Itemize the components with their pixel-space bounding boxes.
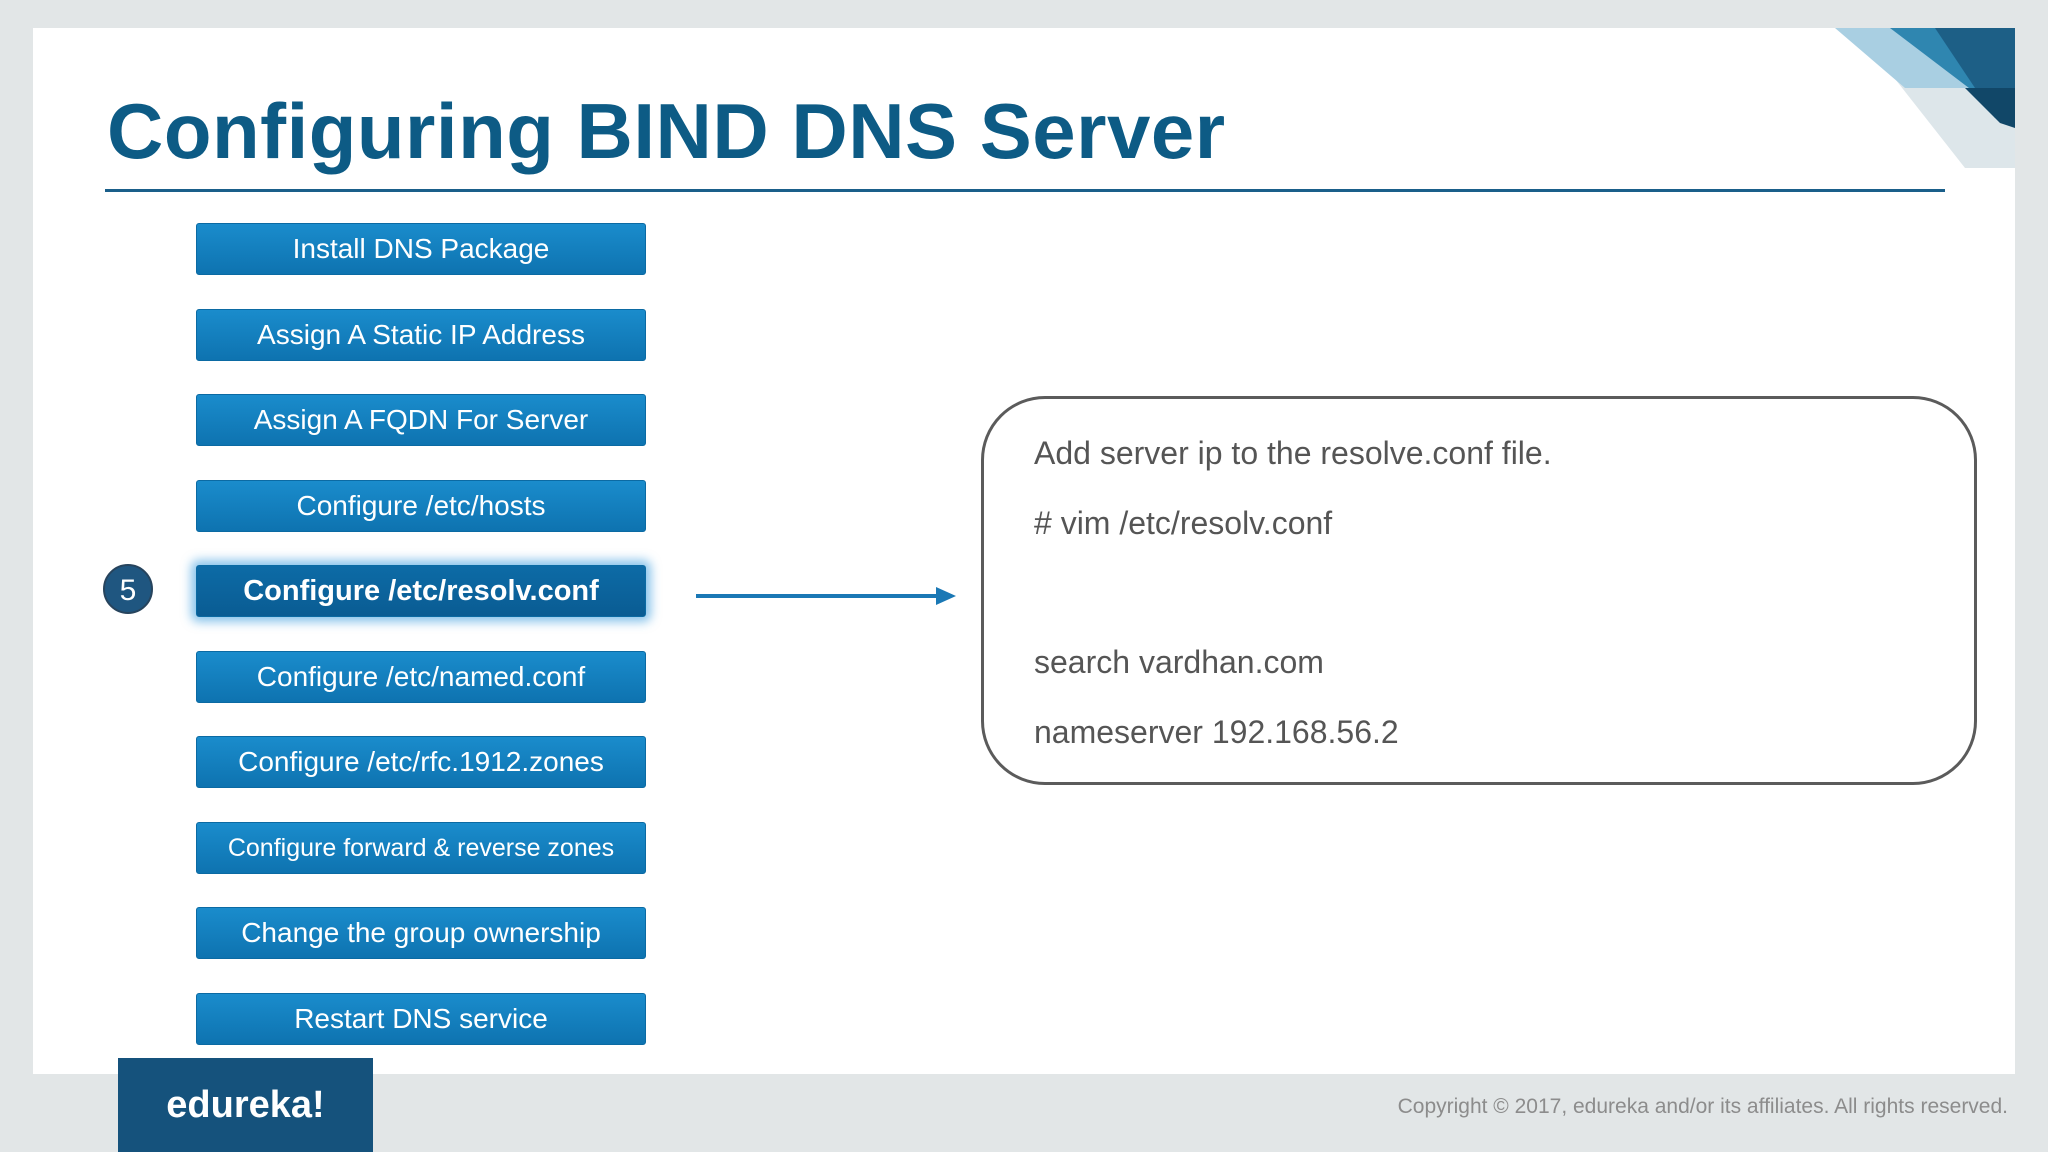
info-nameserver-line: nameserver 192.168.56.2 bbox=[1034, 714, 1399, 750]
step-install-dns-package[interactable]: Install DNS Package bbox=[196, 223, 646, 275]
step-assign-static-ip[interactable]: Assign A Static IP Address bbox=[196, 309, 646, 361]
active-step-number-badge: 5 bbox=[103, 564, 153, 614]
step-configure-resolv-conf[interactable]: Configure /etc/resolv.conf bbox=[196, 565, 646, 617]
page-title: Configuring BIND DNS Server bbox=[107, 87, 1226, 175]
step-configure-hosts[interactable]: Configure /etc/hosts bbox=[196, 480, 646, 532]
title-divider bbox=[105, 189, 1945, 192]
copyright-text: Copyright © 2017, edureka and/or its aff… bbox=[1397, 1095, 2008, 1118]
info-instruction: Add server ip to the resolve.conf file. bbox=[1034, 435, 1552, 471]
info-command: # vim /etc/resolv.conf bbox=[1034, 505, 1333, 541]
config-info-box: Add server ip to the resolve.conf file. … bbox=[981, 396, 1977, 785]
info-search-line: search vardhan.com bbox=[1034, 644, 1324, 680]
step-configure-named-conf[interactable]: Configure /etc/named.conf bbox=[196, 651, 646, 703]
step-restart-dns[interactable]: Restart DNS service bbox=[196, 993, 646, 1045]
arrow-icon bbox=[696, 587, 956, 605]
corner-decoration bbox=[1835, 28, 2015, 168]
edureka-logo: edureka! bbox=[118, 1058, 373, 1152]
step-configure-rfc-zones[interactable]: Configure /etc/rfc.1912.zones bbox=[196, 736, 646, 788]
step-configure-zones[interactable]: Configure forward & reverse zones bbox=[196, 822, 646, 874]
step-assign-fqdn[interactable]: Assign A FQDN For Server bbox=[196, 394, 646, 446]
slide: Configuring BIND DNS Server Install DNS … bbox=[33, 28, 2015, 1074]
step-change-group-ownership[interactable]: Change the group ownership bbox=[196, 907, 646, 959]
